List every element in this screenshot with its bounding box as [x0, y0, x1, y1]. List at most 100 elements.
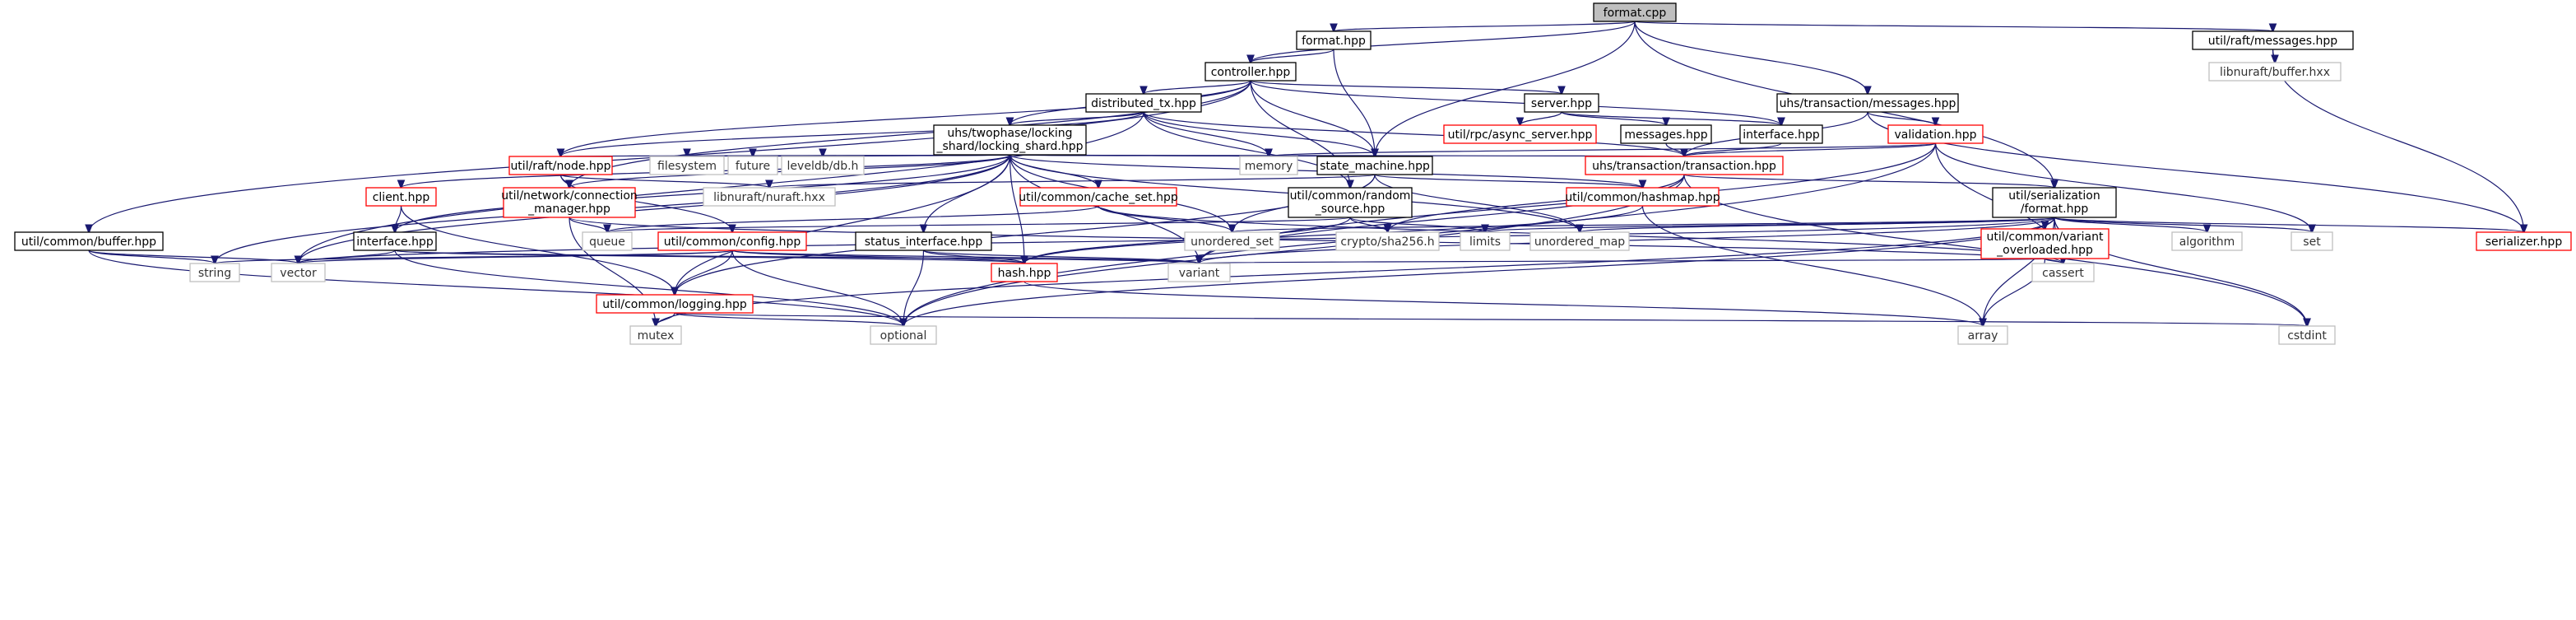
node-state-machine[interactable]: state_machine.hpp	[1316, 156, 1433, 175]
edge-random-source-to-queue	[607, 217, 1351, 232]
node-box-variant	[1167, 263, 1231, 282]
node-box-future	[727, 156, 778, 175]
node-validation-hpp[interactable]: validation.hpp	[1887, 124, 1984, 144]
node-random-source[interactable]: util/common/random_source.hpp	[1288, 187, 1413, 218]
node-string: string	[189, 263, 240, 282]
node-uhs-tx-messages[interactable]: uhs/transaction/messages.hpp	[1776, 93, 1959, 113]
node-hash-hpp[interactable]: hash.hpp	[991, 263, 1058, 282]
node-box-serializer-hpp	[2476, 231, 2572, 251]
edge-controller-hpp-to-raft-node	[561, 80, 1251, 156]
node-box-connection-mgr	[503, 187, 636, 218]
node-variant-overloaded[interactable]: util/common/variant_overloaded.hpp	[1980, 228, 2110, 259]
node-hashmap[interactable]: util/common/hashmap.hpp	[1565, 187, 1720, 207]
edge-config-hpp-to-hash-hpp	[731, 249, 1024, 263]
node-optional: optional	[870, 325, 937, 345]
node-interface-hpp-top[interactable]: interface.hpp	[1739, 124, 1823, 144]
node-distributed-tx[interactable]: distributed_tx.hpp	[1085, 93, 1202, 113]
edge-distributed-tx-to-state-machine	[1143, 111, 1375, 156]
node-box-validation-hpp	[1887, 124, 1984, 144]
node-unordered-set: unordered_set	[1184, 231, 1280, 251]
node-box-locking-shard	[933, 124, 1087, 156]
node-future: future	[727, 156, 778, 175]
node-box-buffer-hpp	[14, 231, 164, 251]
node-box-limits	[1460, 231, 1511, 251]
node-raft-node[interactable]: util/raft/node.hpp	[508, 156, 613, 175]
node-serializer-hpp[interactable]: serializer.hpp	[2476, 231, 2572, 251]
edge-distributed-tx-to-raft-node	[561, 111, 1144, 156]
edge-hash-hpp-to-array	[1023, 281, 1983, 326]
node-box-uhs-tx-transaction	[1585, 156, 1784, 175]
node-label-array: array	[1968, 329, 1998, 343]
node-filesystem: filesystem	[649, 156, 725, 175]
node-box-server-hpp	[1524, 93, 1599, 113]
node-cache-set[interactable]: util/common/cache_set.hpp	[1019, 187, 1178, 207]
node-format-hpp[interactable]: format.hpp	[1296, 30, 1372, 50]
node-messages-hpp[interactable]: messages.hpp	[1620, 124, 1712, 144]
node-label-queue: queue	[589, 235, 625, 249]
node-server-hpp[interactable]: server.hpp	[1524, 93, 1599, 113]
edge-cache-set-to-queue	[607, 205, 1099, 232]
edge-random-source-to-crypto-sha256	[1349, 217, 1388, 232]
node-label-serializer-hpp: serializer.hpp	[2485, 235, 2563, 249]
node-label-raft-messages-hpp: util/raft/messages.hpp	[2208, 35, 2338, 48]
node-logging-hpp[interactable]: util/common/logging.hpp	[596, 294, 754, 314]
node-label-server-hpp: server.hpp	[1531, 97, 1592, 110]
edge-state-machine-to-unordered-map	[1374, 174, 1580, 232]
node-locking-shard[interactable]: uhs/twophase/locking_shard/locking_shard…	[933, 124, 1087, 156]
edge-server-hpp-to-messages-hpp	[1561, 111, 1666, 125]
node-box-algorithm	[2171, 231, 2243, 251]
node-label-leveldb: leveldb/db.h	[787, 160, 859, 173]
node-array: array	[1957, 325, 2008, 345]
edge-serialization-fmt-to-set	[2054, 217, 2312, 232]
node-vector: vector	[271, 263, 326, 282]
edge-serialization-fmt-to-limits	[1485, 217, 2055, 232]
edge-serialization-fmt-to-algorithm	[2054, 217, 2207, 232]
node-config-hpp[interactable]: util/common/config.hpp	[657, 231, 807, 251]
node-async-server[interactable]: util/rpc/async_server.hpp	[1443, 124, 1597, 144]
node-label-format-hpp: format.hpp	[1302, 35, 1366, 48]
edge-server-hpp-to-interface-hpp-top	[1561, 111, 1781, 125]
edge-validation-hpp-to-set	[1934, 142, 2313, 232]
node-label-variant-overloaded-line2: _overloaded.hpp	[1996, 244, 2093, 257]
node-queue: queue	[582, 231, 633, 251]
node-raft-messages-hpp[interactable]: util/raft/messages.hpp	[2192, 30, 2354, 50]
node-label-set: set	[2303, 235, 2321, 249]
node-label-cassert: cassert	[2042, 267, 2084, 280]
node-label-buffer-hpp: util/common/buffer.hpp	[21, 235, 156, 249]
edge-locking-shard-to-logging-hpp	[675, 154, 1011, 295]
edge-state-machine-to-libnuraft-nuraft	[769, 174, 1376, 188]
node-box-interface-hpp-top	[1739, 124, 1823, 144]
edge-client-hpp-to-interface-hpp	[395, 205, 402, 232]
node-label-serialization-fmt-line1: util/serialization	[2008, 189, 2100, 203]
node-label-random-source-line1: util/common/random	[1290, 189, 1411, 203]
node-interface-hpp[interactable]: interface.hpp	[353, 231, 437, 251]
node-box-unordered-set	[1184, 231, 1280, 251]
node-client-hpp[interactable]: client.hpp	[365, 187, 437, 207]
node-status-interface[interactable]: status_interface.hpp	[855, 231, 992, 251]
node-box-serialization-fmt	[1992, 187, 2117, 218]
node-label-optional: optional	[880, 329, 927, 343]
dependency-nodes: format.cpp format.hpp controller.hpp util/r…	[14, 2, 2572, 345]
node-box-set	[2291, 231, 2333, 251]
edge-serialization-fmt-to-unordered-map	[1580, 217, 2055, 232]
node-serialization-fmt[interactable]: util/serialization/format.hpp	[1992, 187, 2117, 218]
node-controller-hpp[interactable]: controller.hpp	[1204, 62, 1297, 82]
node-label-mutex: mutex	[638, 329, 675, 343]
node-format-cpp[interactable]: format.cpp	[1593, 2, 1677, 22]
node-box-client-hpp	[365, 187, 437, 207]
node-label-controller-hpp: controller.hpp	[1211, 66, 1291, 79]
node-box-queue	[582, 231, 633, 251]
node-label-state-machine: state_machine.hpp	[1320, 160, 1430, 173]
edge-status-interface-to-optional	[903, 249, 925, 326]
edge-raft-node-to-connection-mgr	[559, 174, 570, 188]
node-label-client-hpp: client.hpp	[373, 191, 430, 204]
edge-locking-shard-to-vector	[299, 154, 1011, 263]
node-box-raft-messages-hpp	[2192, 30, 2354, 50]
node-box-distributed-tx	[1085, 93, 1202, 113]
node-connection-mgr[interactable]: util/network/connection_manager.hpp	[501, 187, 638, 218]
node-label-libnuraft-buffer: libnuraft/buffer.hxx	[2220, 66, 2330, 79]
node-buffer-hpp[interactable]: util/common/buffer.hpp	[14, 231, 164, 251]
node-uhs-tx-transaction[interactable]: uhs/transaction/transaction.hpp	[1585, 156, 1784, 175]
node-label-status-interface: status_interface.hpp	[865, 235, 983, 249]
node-box-unordered-map	[1529, 231, 1630, 251]
